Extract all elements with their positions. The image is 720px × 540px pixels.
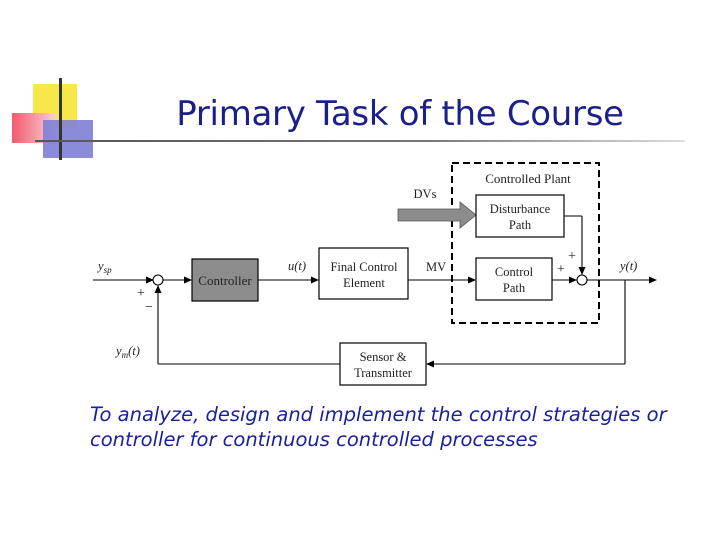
setpoint-subscript: sp [104, 265, 113, 275]
final-control-label-2: Element [343, 276, 385, 290]
control-path-label-2: Path [503, 281, 526, 295]
sum1-plus-sign: + [137, 286, 145, 301]
sum2-plus-sign-top: + [568, 249, 576, 264]
measured-label: y [114, 344, 122, 358]
sum2-plus-sign-left: + [557, 262, 565, 277]
summing-junction-2 [576, 274, 588, 286]
measured-subscript: m [122, 350, 129, 360]
block-diagram: Controlled Plant DVs Disturbance Path ys… [93, 162, 657, 386]
final-control-label-1: Final Control [330, 260, 398, 274]
dvs-arrow [397, 201, 477, 229]
sensor-label-1: Sensor & [360, 350, 407, 364]
slide-caption: To analyze, design and implement the con… [90, 403, 667, 451]
decor-blue-square [43, 120, 93, 158]
measured-argument: (t) [128, 344, 140, 358]
controlled-plant-label: Controlled Plant [485, 171, 571, 186]
output-label: y(t) [618, 259, 637, 273]
dvs-label: DVs [414, 187, 437, 201]
svg-text:ysp: ysp [96, 259, 112, 275]
sum1-minus-sign: − [145, 300, 153, 315]
setpoint-label: y [96, 259, 104, 273]
summing-junction-1 [152, 274, 164, 286]
decor-vertical-line [59, 78, 62, 160]
disturbance-path-label-1: Disturbance [490, 202, 551, 216]
title-underline [35, 140, 685, 142]
controlled-plant-boundary [451, 162, 600, 324]
disturbance-path-block [475, 194, 565, 238]
slide-title: Primary Task of the Course [176, 94, 624, 134]
controller-block [191, 258, 259, 302]
control-path-block [475, 257, 553, 301]
disturbance-path-label-2: Path [509, 218, 532, 232]
svg-text:ym(t): ym(t) [114, 344, 140, 360]
sensor-transmitter-block [339, 342, 427, 386]
control-path-label-1: Control [495, 265, 534, 279]
final-control-element-block [318, 247, 409, 300]
controller-output-label: u(t) [288, 259, 306, 273]
sensor-label-2: Transmitter [354, 366, 413, 380]
controller-label: Controller [198, 273, 252, 288]
mv-label: MV [426, 260, 446, 274]
